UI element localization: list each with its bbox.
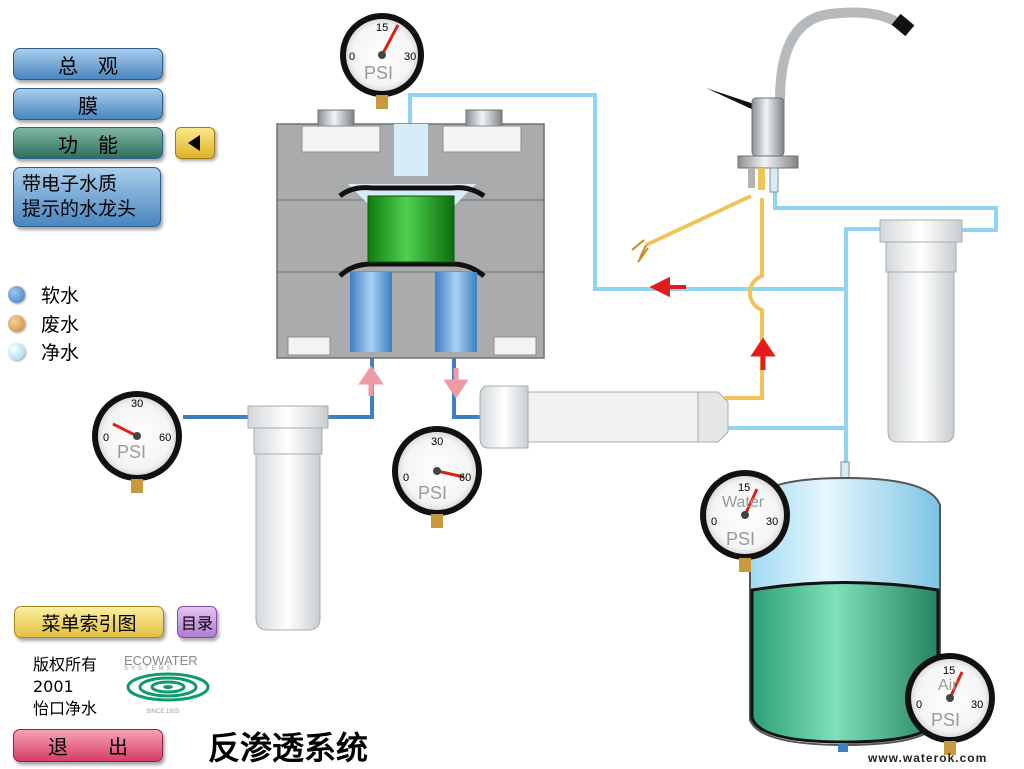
gauge-middle-max: 60 (459, 472, 471, 484)
gauge-top-unit: PSI (364, 63, 393, 83)
pure-water-pipes (408, 93, 998, 468)
nav-membrane-button[interactable]: 膜 (13, 88, 163, 120)
exit-label: 退 出 (48, 735, 128, 759)
toc-button[interactable]: 目录 (177, 606, 217, 638)
soft-water-pipes (183, 354, 490, 419)
nav-faucet-button[interactable]: 带电子水质 提示的水龙头 (13, 167, 161, 227)
waste-water-dot-icon (8, 315, 25, 332)
copyright-line1: 版权所有 (33, 655, 98, 674)
nav-overview-label: 总 观 (58, 53, 118, 78)
inlet-arrow-faded (358, 365, 384, 396)
gauge-left-max: 60 (159, 432, 171, 444)
legend-item-soft-water: 软水 (8, 281, 79, 308)
nav-faucet-label-line2: 提示的水龙头 (22, 198, 137, 220)
menu-index-button[interactable]: 菜单索引图 (14, 606, 164, 638)
gauge-tank-water-label: Water (722, 494, 765, 511)
outlet-arrow-faded (443, 368, 469, 399)
brand-sub: SYSTEMS (124, 666, 174, 672)
legend-item-waste-water: 废水 (8, 310, 79, 337)
soft-water-dot-icon (8, 286, 25, 303)
copyright: 版权所有 2001 怡口净水 (33, 654, 97, 720)
toc-label: 目录 (180, 614, 213, 633)
legend-label: 软水 (41, 285, 80, 307)
gauge-tank-air-label: Air (938, 677, 958, 694)
gauge-tank-air-max: 30 (971, 699, 983, 711)
brand-name: ECOWATER (124, 653, 198, 668)
gauge-tank-water-max: 30 (766, 516, 778, 528)
gauge-tank-air-min: 0 (916, 699, 922, 711)
ripple-logo-icon (126, 672, 210, 702)
waste-arrow (750, 337, 776, 370)
storage-tank (749, 461, 941, 752)
nav-membrane-label: 膜 (78, 93, 98, 118)
page-title: 反渗透系统 (208, 729, 369, 767)
ecowater-logo: ECOWATER SYSTEMS SINCE 1925 (124, 653, 214, 715)
gauge-tank-water: 0 15 30 Water PSI (700, 470, 790, 572)
gauge-left: 0 30 60 PSI (92, 391, 182, 493)
gauge-left-unit: PSI (117, 442, 146, 462)
legend-item-pure-water: 净水 (8, 338, 79, 365)
gauge-tank-air-unit: PSI (931, 710, 960, 730)
gauge-middle-min: 0 (403, 472, 409, 484)
legend-label: 净水 (41, 342, 80, 364)
pure-arrow (649, 276, 686, 298)
gauge-middle: 0 30 60 PSI (392, 426, 482, 528)
pre-filter (247, 405, 329, 631)
gauge-tank-air-mid: 15 (943, 665, 955, 677)
post-filter (879, 219, 963, 443)
gauge-tank-water-mid: 15 (738, 482, 750, 494)
copyright-year: 2001 (33, 677, 74, 696)
gauge-top-mid: 15 (376, 22, 388, 34)
gauge-tank-water-min: 0 (711, 516, 717, 528)
gauge-middle-mid: 30 (431, 436, 443, 448)
brand-since: SINCE 1925 (146, 709, 180, 715)
membrane-housing (276, 109, 545, 359)
gauge-tank-air: 0 15 30 Air PSI (905, 653, 995, 755)
legend-label: 废水 (41, 314, 80, 336)
nav-overview-button[interactable]: 总 观 (13, 48, 163, 80)
gauge-middle-unit: PSI (418, 483, 447, 503)
nav-faucet-label-line1: 带电子水质 (22, 173, 118, 195)
pure-water-dot-icon (8, 343, 25, 360)
inline-filter (479, 385, 729, 449)
copyright-company: 怡口净水 (33, 699, 98, 718)
gauge-top-min: 0 (349, 51, 355, 63)
waste-water-pipe (631, 194, 764, 400)
gauge-top: 0 15 30 PSI (340, 13, 424, 109)
gauge-tank-water-unit: PSI (726, 529, 755, 549)
nav-function-button[interactable]: 功 能 (13, 127, 163, 159)
triangle-left-icon (188, 135, 200, 151)
gauge-left-mid: 30 (131, 398, 143, 410)
faucet (706, 7, 915, 193)
gauge-left-min: 0 (103, 432, 109, 444)
back-button[interactable] (175, 127, 215, 159)
nav-function-label: 功 能 (58, 132, 118, 157)
gauge-top-max: 30 (404, 51, 416, 63)
website-watermark: www.waterok.com (868, 751, 988, 765)
exit-button[interactable]: 退 出 (13, 729, 163, 762)
menu-index-label: 菜单索引图 (41, 612, 137, 635)
